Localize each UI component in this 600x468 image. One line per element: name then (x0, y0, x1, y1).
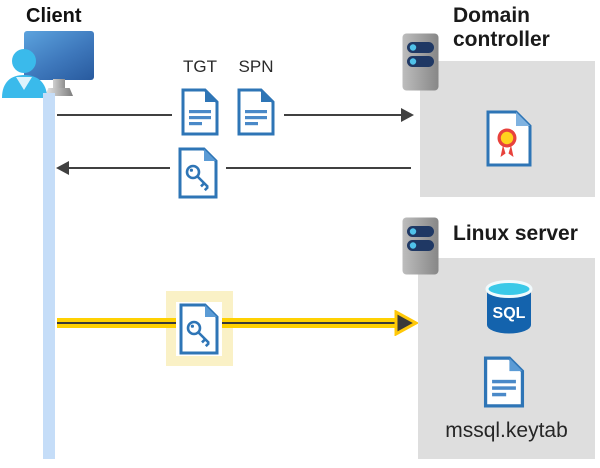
domain-controller-server-icon (402, 33, 439, 91)
keytab-filename-label: mssql.keytab (445, 419, 568, 442)
user-icon (2, 49, 47, 98)
domain-controller-label: Domain controller (453, 4, 550, 51)
certificate-document-icon (486, 110, 532, 167)
linux-server-icon (402, 217, 439, 275)
client-lifeline (43, 93, 55, 459)
keytab-key-document-icon (176, 302, 222, 356)
monitor-icon (24, 31, 94, 80)
client-label: Client (26, 5, 82, 27)
keytab-arrow-core-line (57, 322, 397, 324)
arrow-response-head-icon (56, 161, 69, 175)
sql-text: SQL (493, 305, 526, 322)
keytab-arrow-line (57, 318, 397, 328)
spn-document-icon (228, 83, 284, 140)
linux-server-label: Linux server (453, 222, 578, 245)
arrow-request-head-icon (401, 108, 414, 122)
tgt-label: TGT (183, 57, 217, 76)
key-ticket-document-icon (170, 143, 226, 203)
keytab-document-icon (483, 356, 525, 408)
monitor-stand-neck (53, 79, 65, 89)
tgt-document-icon (172, 83, 228, 140)
keytab-arrow-head-icon (394, 310, 418, 336)
arrow-response-line (59, 167, 411, 169)
monitor-stand-base (45, 88, 73, 96)
spn-label: SPN (238, 57, 274, 76)
sql-database-icon: SQL (485, 280, 533, 334)
